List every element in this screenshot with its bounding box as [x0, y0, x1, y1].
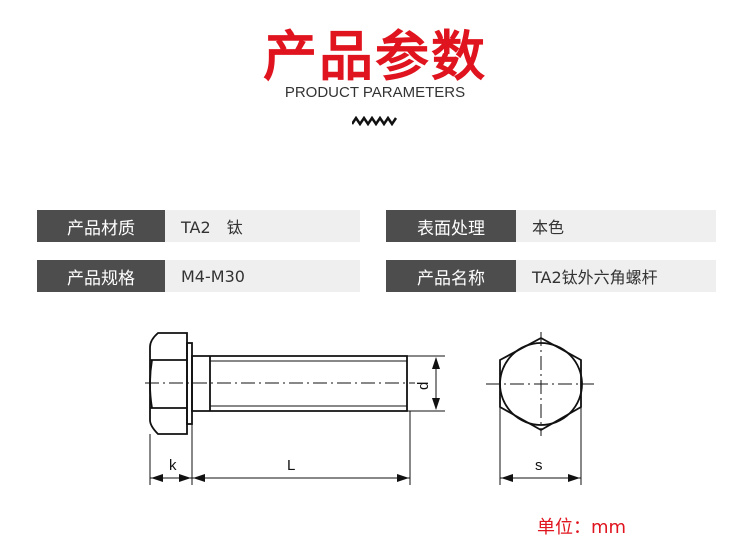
param-row-spec: 产品规格 M4-M30	[37, 260, 360, 292]
unit-label: 单位：mm	[537, 517, 627, 538]
bolt-top-view	[486, 332, 594, 485]
dimension-d-label: d	[415, 382, 432, 390]
page-subtitle: PRODUCT PARAMETERS	[284, 84, 466, 101]
zigzag-divider-icon	[352, 116, 398, 126]
param-label: 产品名称	[386, 260, 516, 292]
param-label: 产品规格	[37, 260, 165, 292]
dimension-k-label: k	[169, 457, 177, 474]
param-value: TA2钛外六角螺杆	[516, 260, 716, 292]
param-label: 产品材质	[37, 210, 165, 242]
param-label: 表面处理	[386, 210, 516, 242]
param-value: M4-M30	[165, 260, 360, 292]
dimension-s-label: s	[535, 457, 543, 474]
param-row-name: 产品名称 TA2钛外六角螺杆	[386, 260, 716, 292]
param-row-material: 产品材质 TA2 钛	[37, 210, 360, 242]
page-title: 产品参数	[263, 25, 487, 88]
param-value: 本色	[516, 210, 716, 242]
bolt-diagram: k L d s	[145, 332, 594, 485]
dimension-L-label: L	[287, 457, 295, 474]
param-value: TA2 钛	[165, 210, 360, 242]
bolt-side-view	[145, 332, 445, 485]
param-row-surface: 表面处理 本色	[386, 210, 716, 242]
